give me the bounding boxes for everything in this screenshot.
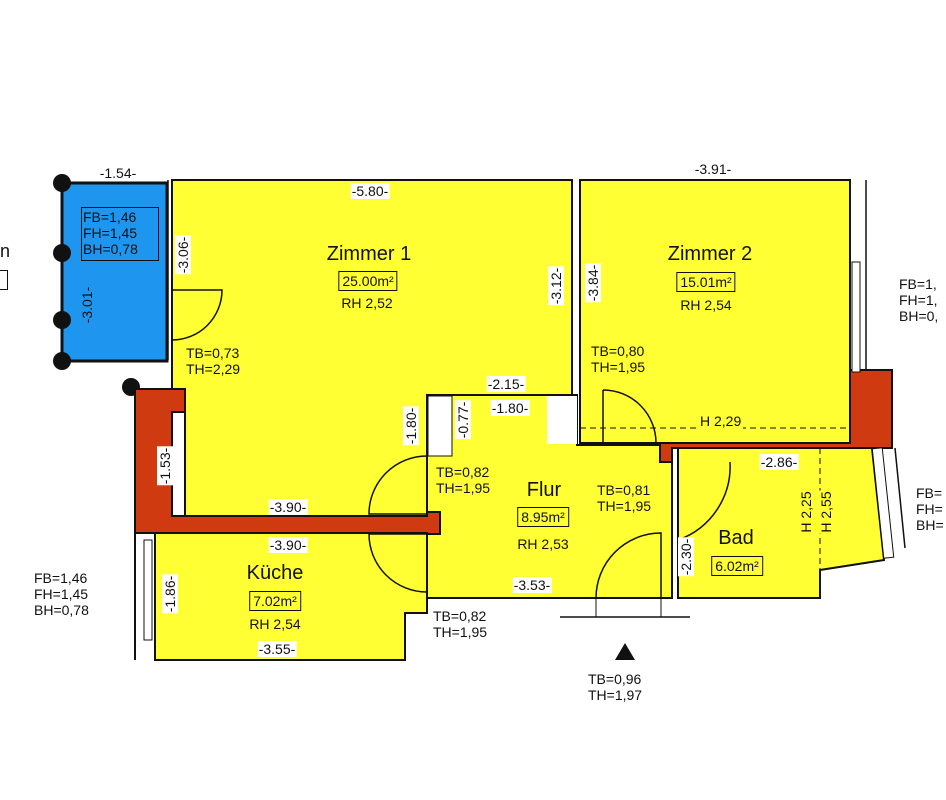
door-tb: TB=0,82 bbox=[436, 464, 490, 480]
window-bh: BH=0,78 bbox=[34, 602, 89, 618]
room-rh-zimmer1: RH 2,52 bbox=[341, 295, 393, 311]
window-fb: FB=1, bbox=[899, 276, 937, 292]
window-zimmer2 bbox=[851, 261, 861, 373]
door-swing-zimmer2 bbox=[602, 389, 657, 444]
dim-zimmer1-width: -5.80- bbox=[350, 183, 390, 199]
balcony-window-info: FB=1,46 FH=1,45 BH=0,78 bbox=[83, 209, 138, 257]
balcony-fb: FB=1,46 bbox=[83, 209, 137, 225]
outer-wall bbox=[894, 447, 906, 549]
balcony-area bbox=[60, 181, 169, 363]
wall-red-right bbox=[659, 369, 893, 463]
dim-flur-inner: -1.80- bbox=[490, 400, 530, 416]
dim-zimmer1-bottom: -3.90- bbox=[268, 499, 308, 515]
door-th: TH=1,95 bbox=[591, 359, 646, 375]
flur-niche bbox=[427, 395, 453, 457]
height-label-225: H 2,25 bbox=[798, 490, 814, 534]
flur-niche bbox=[547, 396, 577, 444]
door-tb: TB=0,80 bbox=[591, 343, 645, 359]
dim-flur-top: -2.15- bbox=[486, 376, 526, 392]
window-bh: BH= bbox=[916, 517, 944, 533]
door-swing-kueche bbox=[368, 533, 428, 593]
door-tb: TB=0,82 bbox=[433, 608, 487, 624]
door-tb: TB=0,81 bbox=[597, 482, 651, 498]
door-tb: TB=0,96 bbox=[588, 671, 642, 687]
room-name-kueche: Küche bbox=[246, 562, 304, 584]
dim-zimmer2-width: -3.91- bbox=[693, 161, 733, 177]
room-name-flur: Flur bbox=[526, 479, 562, 501]
window-kueche bbox=[143, 539, 153, 641]
dim-zimmer2-left: -3.84- bbox=[585, 263, 601, 303]
door-swing-zimmer1 bbox=[171, 289, 223, 341]
door-spec-flur-left: TB=0,82 TH=1,95 bbox=[436, 464, 490, 496]
dim-zimmer1-lower-left: -1.53- bbox=[157, 446, 173, 486]
door-th: TH=1,97 bbox=[588, 687, 643, 703]
room-name-zimmer2: Zimmer 2 bbox=[667, 243, 753, 265]
room-rh-zimmer2: RH 2,54 bbox=[680, 297, 732, 313]
door-swing-flur-left bbox=[368, 455, 428, 515]
balcony-fh: FH=1,45 bbox=[83, 225, 138, 241]
door-th: TH=2,29 bbox=[186, 361, 241, 377]
entry-arrow-icon bbox=[615, 643, 635, 660]
room-area-flur: 8.95m² bbox=[517, 507, 569, 527]
dim-kueche-left: -1.86- bbox=[162, 574, 178, 614]
balcony-fragment-box bbox=[0, 270, 8, 290]
wall-red-left bbox=[134, 388, 441, 535]
window-spec-right-top: FB=1, FH=1, BH=0, bbox=[899, 276, 938, 324]
window-fb: FB=1,46 bbox=[34, 570, 88, 586]
balcony-post bbox=[53, 352, 71, 370]
window-fh: FH= bbox=[916, 501, 943, 517]
door-tb: TB=0,73 bbox=[186, 345, 240, 361]
balcony-info-frame bbox=[81, 207, 159, 261]
dim-zimmer1-right: -3.12- bbox=[548, 266, 564, 306]
window-bad bbox=[871, 447, 895, 559]
room-name-bad: Bad bbox=[718, 527, 754, 549]
room-area-zimmer1: 25.00m² bbox=[338, 271, 398, 291]
door-spec-zimmer1: TB=0,73 TH=2,29 bbox=[186, 345, 240, 377]
room-area-zimmer2: 15.01m² bbox=[676, 272, 736, 292]
room-rh-flur: RH 2,53 bbox=[517, 536, 569, 552]
window-fb: FB= bbox=[916, 485, 943, 501]
window-spec-left: FB=1,46 FH=1,45 BH=0,78 bbox=[34, 570, 89, 618]
door-spec-entry: TB=0,96 TH=1,97 bbox=[588, 671, 642, 703]
balcony-post bbox=[53, 174, 71, 192]
door-spec-flur-right: TB=0,81 TH=1,95 bbox=[597, 482, 651, 514]
door-spec-kueche: TB=0,82 TH=1,95 bbox=[433, 608, 487, 640]
room-rh-kueche: RH 2,54 bbox=[249, 616, 301, 632]
dim-kueche-top: -3.90- bbox=[268, 537, 308, 553]
room-area-bad: 6.02m² bbox=[711, 556, 763, 576]
room-bad bbox=[677, 447, 886, 599]
balcony-fragment-label: n bbox=[0, 241, 11, 261]
window-spec-right-bottom: FB= FH= BH= bbox=[916, 485, 944, 533]
door-th: TH=1,95 bbox=[433, 624, 488, 640]
dim-bad-left: -2.30- bbox=[678, 537, 694, 577]
door-th: TH=1,95 bbox=[436, 480, 491, 496]
dim-flur-left: -1.80- bbox=[403, 406, 419, 446]
dim-zimmer1-door-wall: -3.06- bbox=[175, 235, 191, 275]
dim-bad-top: -2.86- bbox=[759, 454, 799, 470]
dim-balcony-width: -1.54- bbox=[98, 165, 138, 181]
dim-kueche-bottom: -3.55- bbox=[257, 641, 297, 657]
dim-flur-niche: -0.77- bbox=[455, 400, 471, 440]
room-name-zimmer1: Zimmer 1 bbox=[326, 243, 412, 265]
balcony-post bbox=[53, 311, 71, 329]
door-th: TH=1,95 bbox=[597, 498, 652, 514]
dim-flur-bottom: -3.53- bbox=[512, 577, 552, 593]
balcony-bh: BH=0,78 bbox=[83, 241, 138, 257]
height-label-229: H 2,29 bbox=[698, 413, 744, 429]
room-area-kueche: 7.02m² bbox=[249, 591, 301, 611]
window-bh: BH=0, bbox=[899, 308, 939, 324]
dim-balcony-depth: -3.01- bbox=[79, 285, 95, 325]
door-swing-entry bbox=[595, 532, 662, 599]
window-fh: FH=1,45 bbox=[34, 586, 89, 602]
window-fh: FH=1, bbox=[899, 292, 938, 308]
balcony-post bbox=[53, 244, 71, 262]
door-spec-zimmer2: TB=0,80 TH=1,95 bbox=[591, 343, 645, 375]
height-label-255: H 2,55 bbox=[818, 490, 834, 534]
